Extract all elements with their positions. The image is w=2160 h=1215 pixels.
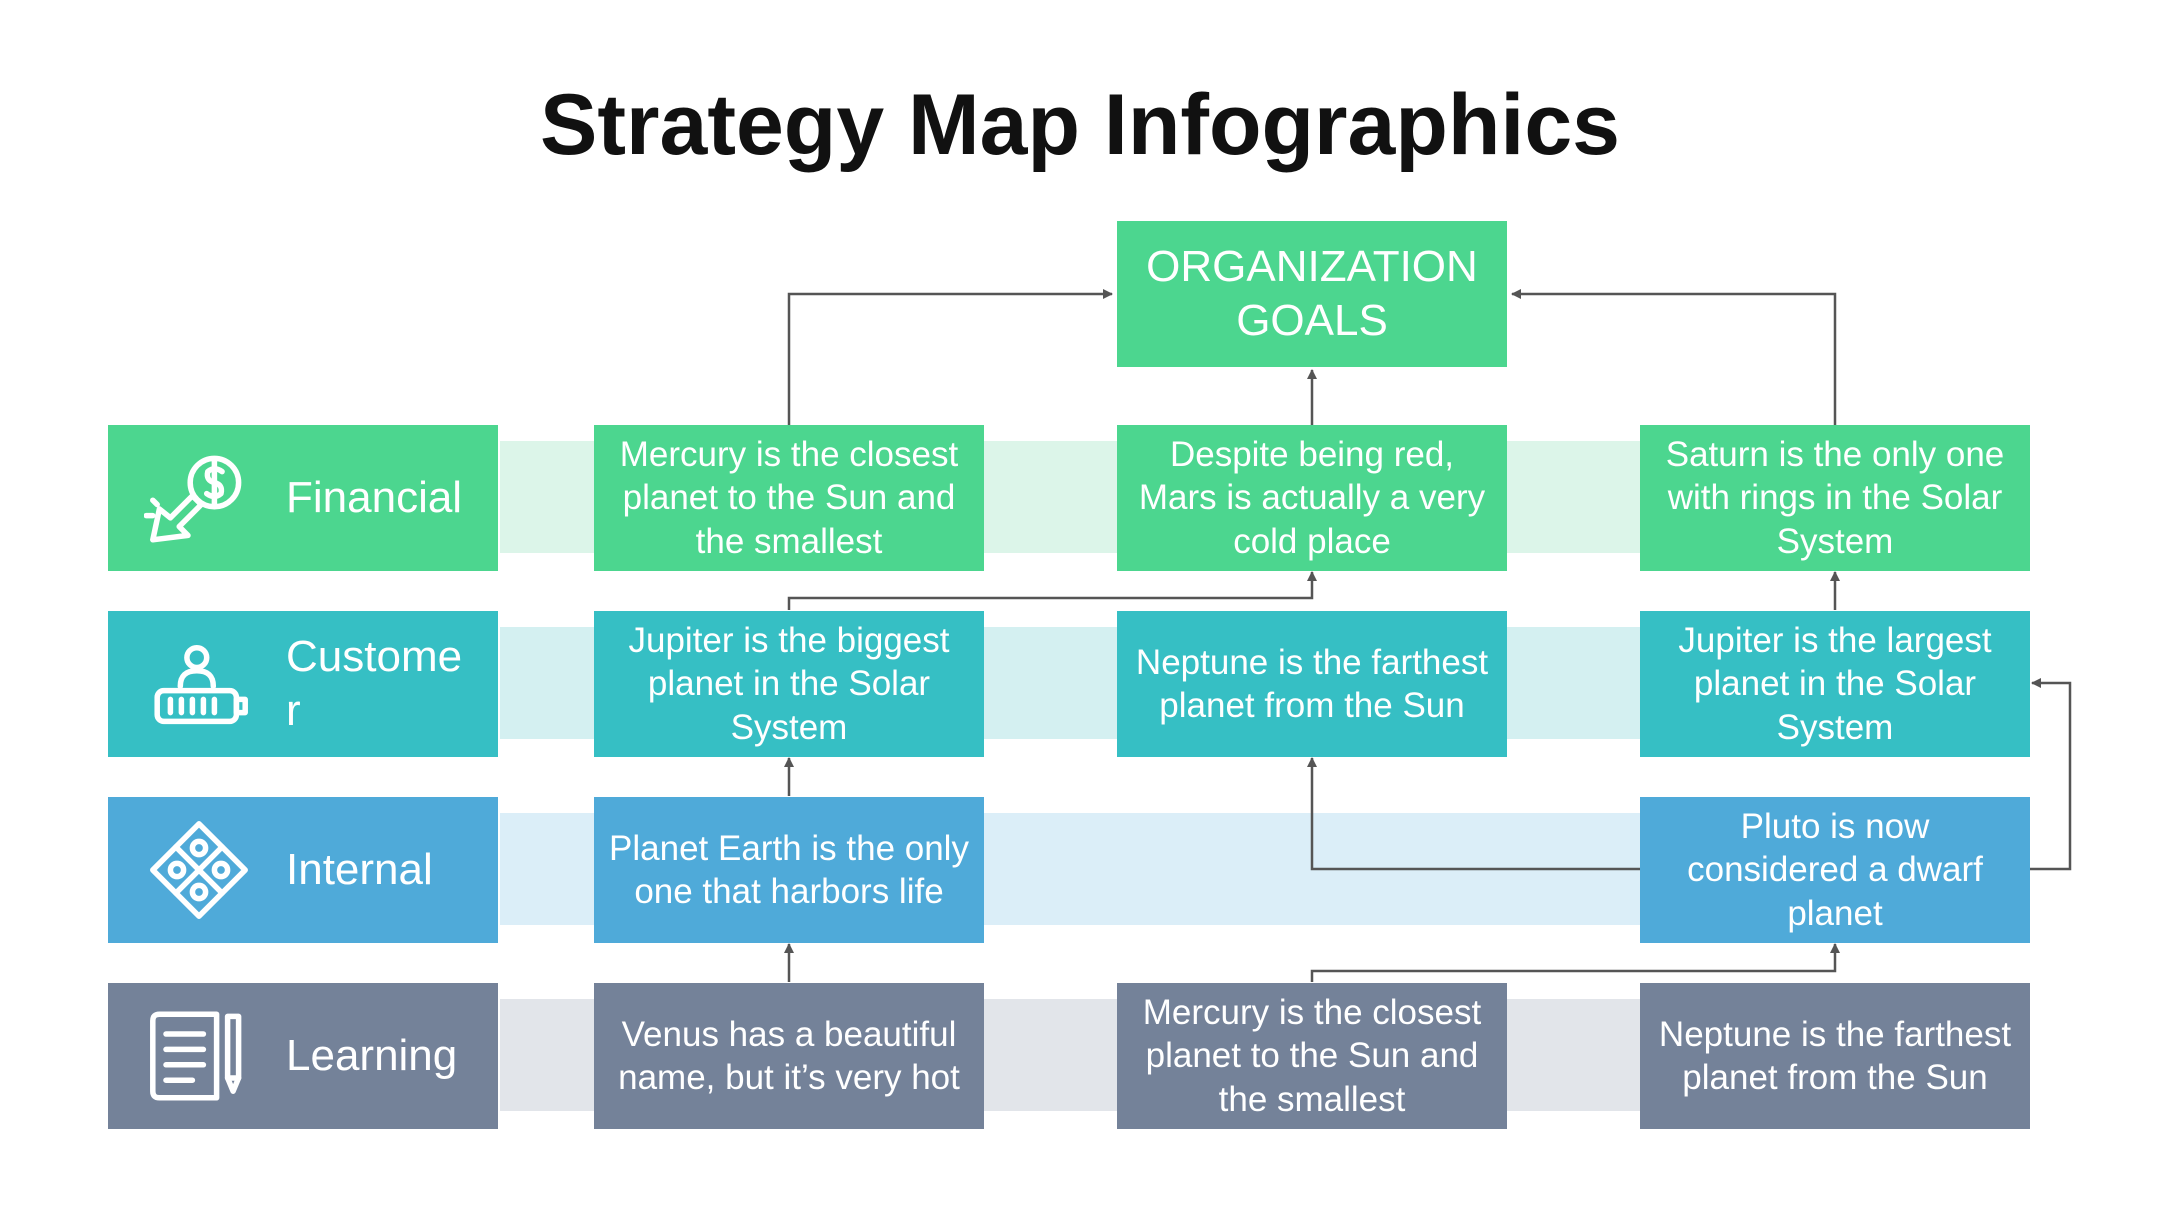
financial-box-3: Saturn is the only one with rings in the… [1640,425,2030,571]
internal-box-1: Planet Earth is the only one that harbor… [594,797,984,943]
arrow-mercury-to-goals [787,289,1113,425]
category-label-internal: Internal [286,845,433,895]
customer-box-2: Neptune is the farthest planet from the … [1117,611,1507,757]
arrow-pluto-to-jupiter-largest [2030,678,2072,871]
learning-box-2: Mercury is the closest planet to the Sun… [1117,983,1507,1129]
category-financial: Financial [108,425,498,571]
arrow-pluto-to-neptune [1307,757,1641,871]
customer-card-icon [154,644,248,725]
arrow-saturn-to-goals [1511,289,1837,425]
organization-goals-box: ORGANIZATION GOALS [1117,221,1507,367]
page-title: Strategy Map Infographics [540,77,1620,173]
category-learning: Learning [108,983,498,1129]
category-label-financial: Financial [286,473,463,523]
notes-pen-icon [150,1011,242,1101]
customer-box-1: Jupiter is the biggest planet in the Sol… [594,611,984,757]
internal-box-2: Pluto is now considered a dwarf planet [1640,797,2030,943]
financial-box-2: Despite being red, Mars is actually a ve… [1117,425,1507,571]
category-label-learning: Learning [286,1031,458,1081]
category-customer: Customer [108,611,498,757]
puzzle-icon [150,821,248,919]
learning-box-1: Venus has a beautiful name, but it’s ver… [594,983,984,1129]
category-label-customer: Customer [286,632,463,735]
goal-line-1: ORGANIZATION [1146,242,1478,292]
arrow-jupiter-to-mars [787,571,1317,610]
arrow-mercury-learning-to-pluto [1310,943,1840,982]
dollar-cursor-icon [144,455,242,543]
category-internal: Internal [108,797,498,943]
financial-box-1: Mercury is the closest planet to the Sun… [594,425,984,571]
learning-box-3: Neptune is the farthest planet from the … [1640,983,2030,1129]
customer-box-3: Jupiter is the largest planet in the Sol… [1640,611,2030,757]
goal-line-2: GOALS [1236,296,1388,345]
